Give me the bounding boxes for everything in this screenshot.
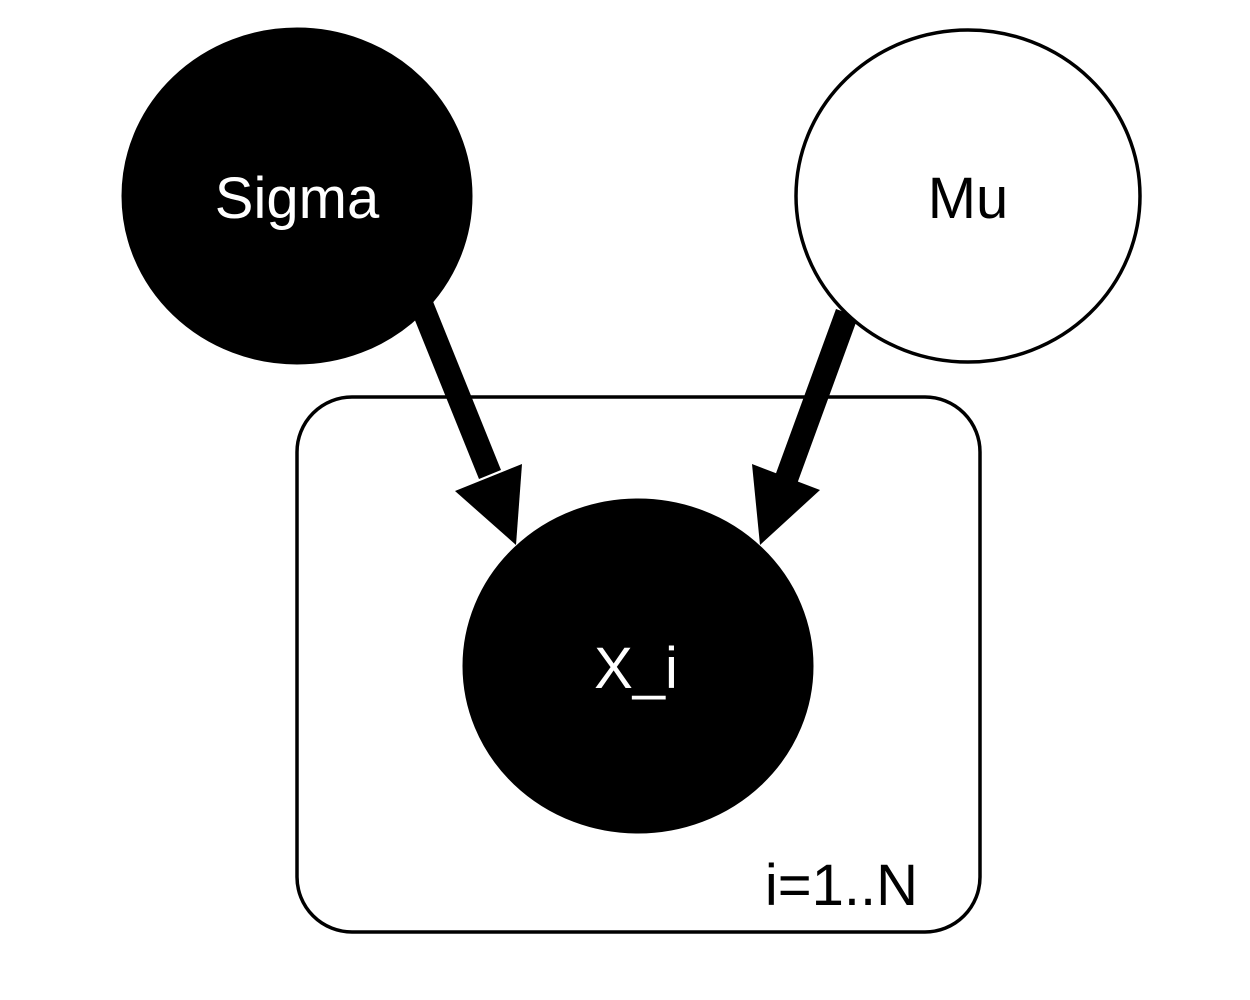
node-mu[interactable]: Mu <box>794 28 1142 364</box>
edge-mu-to-x-i <box>752 309 858 545</box>
node-mu-circle <box>794 28 1142 364</box>
plate <box>295 395 982 934</box>
node-x-i[interactable]: X_i <box>462 498 814 834</box>
node-sigma[interactable]: Sigma <box>121 27 473 365</box>
plate-label: i=1..N <box>765 853 918 918</box>
node-sigma-circle <box>121 27 473 365</box>
edge-shaft <box>775 309 858 484</box>
node-x-i-label: X_i <box>594 636 678 701</box>
node-mu-label: Mu <box>928 166 1009 231</box>
node-x-i-circle <box>462 498 814 834</box>
arrowhead-icon <box>752 464 820 545</box>
arrowhead-icon <box>455 464 522 545</box>
edge-sigma-to-x-i <box>410 299 522 545</box>
node-sigma-label: Sigma <box>215 166 380 231</box>
edge-shaft <box>410 299 501 479</box>
